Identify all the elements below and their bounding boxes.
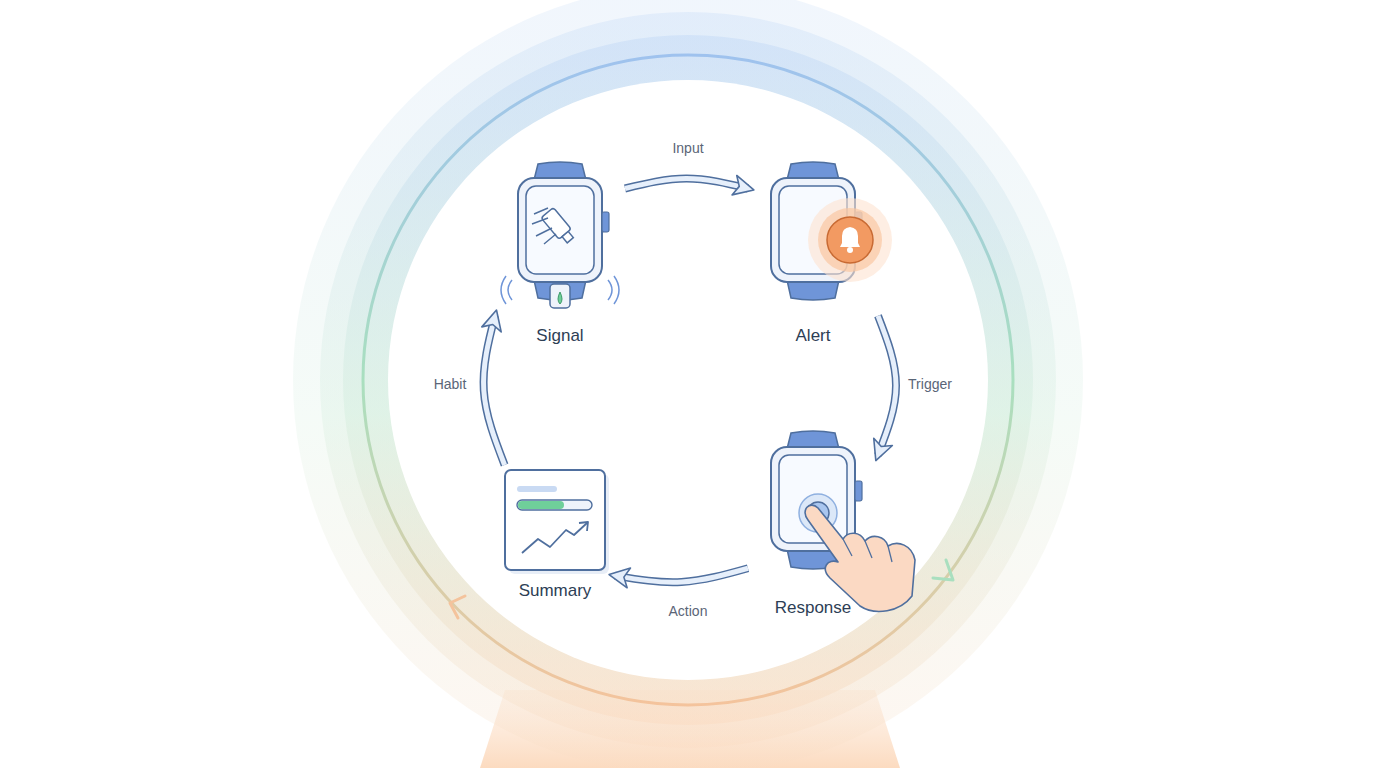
response-watch-part [771, 447, 855, 551]
cycle-arrow-group [625, 179, 748, 189]
glow-rings-part [363, 55, 1013, 705]
alert-watch-part [840, 227, 860, 247]
cycle-arrow-group [878, 316, 896, 455]
summary-card-part [579, 522, 588, 531]
arrow-outline [878, 316, 896, 455]
signal-watch-part [532, 208, 556, 244]
glow-rings-part [320, 12, 1056, 748]
response-watch-part [855, 481, 862, 501]
signal-watch [501, 162, 619, 308]
alert-watch-part [827, 217, 873, 263]
arrow-outline [484, 316, 505, 465]
step-label: Signal [536, 326, 583, 346]
glow-rings [293, 0, 1083, 768]
signal-watch-part [541, 208, 576, 246]
summary-card-part [517, 500, 592, 510]
summary-card [505, 470, 609, 574]
summary-card-part [522, 523, 587, 553]
signal-watch-part [501, 276, 619, 304]
connector-part [484, 179, 896, 583]
step-label: Summary [519, 581, 592, 601]
cycle-arrowheads-part [450, 596, 465, 618]
signal-watch-part [550, 284, 570, 308]
signal-watch-part [518, 178, 602, 282]
arrow-outline [615, 568, 748, 582]
response-watch-part [779, 455, 847, 543]
summary-card-part [505, 470, 605, 570]
step-label: Alert [796, 326, 831, 346]
pointing-hand-part [843, 539, 892, 562]
summary-card-part [518, 501, 564, 509]
glow-rings-part [293, 0, 1083, 768]
cycle-step: Alert [748, 160, 878, 350]
signal-watch-part [602, 212, 609, 232]
arrow-label: Action [666, 602, 711, 621]
alert-watch [771, 162, 892, 300]
alert-watch-part [818, 208, 882, 272]
cycle-step: Signal [495, 160, 625, 350]
summary-card-part [517, 486, 557, 492]
arrow-label: Input [669, 139, 706, 158]
cycle-arrow-group [615, 568, 748, 582]
arrow-outline [625, 179, 748, 189]
arrow-label: Habit [431, 375, 470, 394]
cycle-arrow [625, 179, 748, 189]
pointing-hand [805, 505, 915, 611]
alert-watch-part [847, 247, 853, 253]
cycle-step: Response [748, 430, 878, 622]
signal-watch-part-part [562, 232, 573, 243]
arrow-label: Trigger [905, 375, 955, 394]
step-label: Response [775, 598, 852, 618]
cycle-arrow [878, 316, 896, 455]
cycle-arrowheads-part [933, 560, 953, 580]
cycle-step: Summary [495, 465, 615, 605]
signal-watch-part [526, 186, 594, 274]
alert-watch-part [808, 198, 892, 282]
cycle-arrow [484, 316, 505, 465]
signal-watch-part [558, 292, 562, 304]
cycle-arrow [615, 568, 748, 582]
glow-rings-part [388, 80, 988, 680]
glow-rings-part [343, 35, 1033, 725]
cycle-arrow-group [484, 316, 505, 465]
pointing-hand-part [805, 505, 915, 611]
